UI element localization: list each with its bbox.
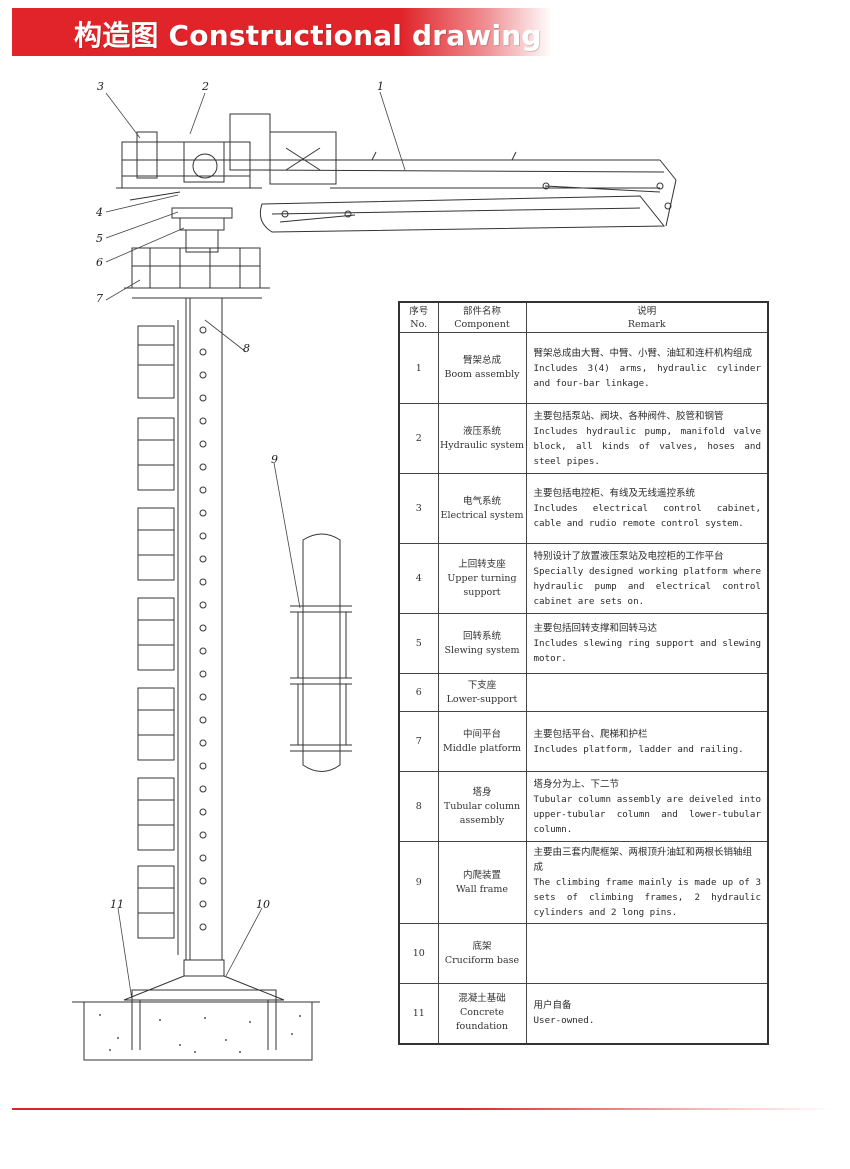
callout-8: 8 — [243, 342, 250, 355]
wall-frame-view — [290, 533, 352, 772]
tubular-column — [185, 298, 223, 960]
callout-4: 4 — [95, 206, 103, 219]
concrete-foundation — [72, 1000, 320, 1061]
row-no: 9 — [398, 841, 439, 924]
callout-9: 9 — [271, 453, 278, 466]
callout-2: 2 — [201, 80, 209, 93]
callout-5: 5 — [96, 232, 103, 245]
row-remark — [525, 923, 769, 984]
header-banner: 构造图 Constructional drawing — [12, 8, 552, 56]
footer-divider — [12, 1108, 832, 1110]
cruciform-base — [123, 959, 285, 1001]
row-no: 2 — [398, 403, 439, 474]
row-no: 6 — [398, 673, 439, 712]
row-remark — [525, 673, 769, 712]
slewing-system — [171, 207, 233, 253]
boom-assembly — [244, 151, 677, 233]
row-no: 11 — [398, 983, 439, 1044]
callout-7: 7 — [96, 292, 103, 305]
callout-10: 10 — [256, 898, 270, 911]
row-no: 3 — [398, 473, 439, 544]
top-platform — [116, 113, 337, 201]
row-no: 7 — [398, 711, 439, 772]
callout-6: 6 — [96, 256, 103, 269]
row-no: 4 — [398, 543, 439, 614]
ladder-cages — [137, 320, 179, 955]
row-no: 5 — [398, 613, 439, 674]
row-no: 10 — [398, 923, 439, 984]
middle-platform — [124, 247, 270, 299]
callout-1: 1 — [377, 80, 384, 93]
callout-11: 11 — [110, 898, 124, 911]
row-no: 1 — [398, 332, 439, 404]
row-no: 8 — [398, 771, 439, 842]
page-title: 构造图 Constructional drawing — [74, 19, 542, 52]
callout-3: 3 — [97, 80, 104, 93]
